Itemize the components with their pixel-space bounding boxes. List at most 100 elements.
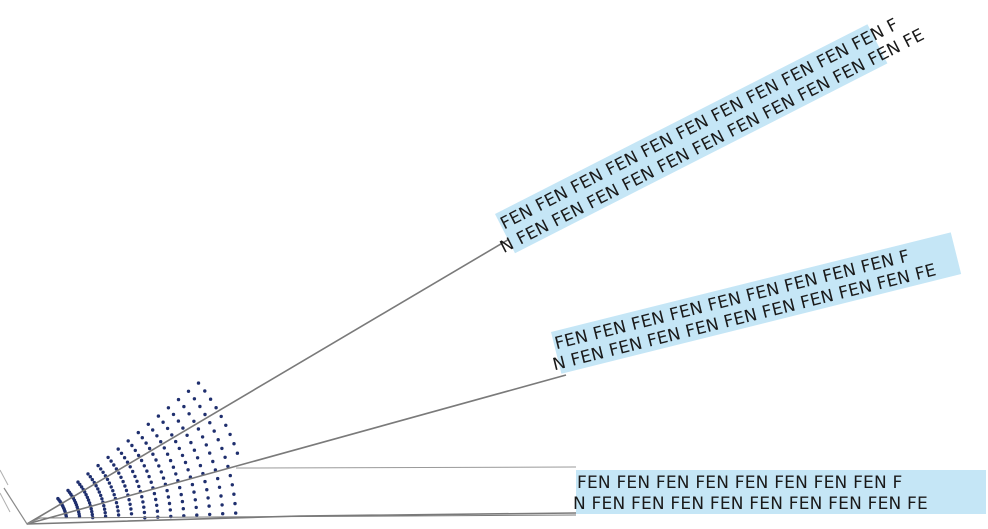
wedge-dot [155, 509, 160, 513]
wedge-dot [190, 482, 195, 487]
wedge-dot [180, 453, 185, 458]
wedge-dot [133, 474, 137, 479]
wedge-dot [168, 458, 173, 463]
wedge-dot [109, 485, 113, 489]
wedge-dot [137, 484, 141, 489]
wedge-dot [89, 507, 93, 511]
wedge-dot [142, 510, 147, 515]
wedge-dot [159, 470, 163, 474]
wedge-dot [116, 509, 120, 513]
wedge-dot [205, 488, 209, 492]
wedge-dot [152, 491, 157, 496]
wedge-dot [90, 509, 94, 514]
wedge-dot [155, 503, 159, 507]
wedge-dot [56, 496, 60, 501]
wedge-dot [112, 493, 116, 497]
wedge-dot [147, 446, 152, 451]
strip-background [551, 232, 962, 374]
wedge-dot [228, 432, 232, 437]
wedge-dot [195, 456, 200, 460]
wedge-dot [203, 412, 207, 417]
text-strip-upper: FEN FEN FEN FEN FEN FEN FEN FEN FEN FEN … [495, 15, 928, 258]
wedge-dot [223, 455, 227, 459]
wedge-dot [208, 451, 212, 455]
wedge-dot [187, 412, 191, 416]
wedge-dot [196, 427, 201, 431]
wedge-dot [166, 406, 171, 410]
wedge-dot [140, 436, 144, 440]
wedge-dot [165, 426, 170, 431]
wedge-dot [90, 512, 95, 517]
wedge-dot [179, 492, 183, 497]
wedge-dot [129, 512, 134, 516]
text-strip-middle: FEN FEN FEN FEN FEN FEN FEN FEN FEN F N … [551, 232, 962, 375]
wedge-dot [128, 465, 132, 469]
wedge-dot [208, 397, 213, 401]
connector-line-lower [26, 512, 577, 525]
wedge-dot [144, 441, 148, 445]
wedge-dot [189, 440, 193, 445]
wedge-dot [139, 458, 144, 463]
wedge-dot [161, 476, 166, 480]
wedge-dot [232, 442, 236, 446]
wedge-dot [193, 498, 197, 502]
wedge-dot [124, 488, 129, 493]
dotted-wedge-region [56, 381, 240, 520]
wedge-dot [165, 452, 170, 456]
wedge-dot [213, 468, 218, 472]
wedge-dot [235, 451, 240, 455]
wedge-dot [219, 494, 223, 498]
wedge-dot [142, 464, 146, 468]
wedge-dot [96, 463, 100, 468]
wedge-dot [182, 404, 186, 409]
wedge-dot [170, 433, 174, 437]
wedge-dot [147, 474, 151, 479]
wedge-dot [228, 473, 232, 478]
wedge-dot [217, 485, 222, 489]
text-strip-lower: FEN FEN FEN FEN FEN FEN FEN FEN F N FEN … [573, 470, 986, 514]
wedge-dot [85, 495, 90, 500]
wedge-dot [181, 507, 185, 511]
strip-row-1: FEN FEN FEN FEN FEN FEN FEN FEN FEN F [553, 246, 912, 354]
wedge-dot [219, 414, 223, 419]
wedge-dot [87, 501, 92, 505]
wedge-dot [115, 505, 120, 509]
wedge-dot [119, 451, 124, 455]
wedge-dot [135, 479, 139, 483]
wedge-dot [151, 428, 155, 432]
wedge-dot [97, 490, 102, 494]
wedge-dot [133, 448, 137, 453]
wedge-dot [212, 429, 216, 433]
strip-row-2: N FEN FEN FEN FEN FEN FEN FEN FEN FE [573, 494, 928, 514]
wedge-dot [174, 439, 178, 444]
wedge-dot [208, 421, 212, 425]
wedge-dot [233, 501, 237, 506]
wedge-dot [186, 389, 191, 393]
wedge-dot [94, 484, 98, 488]
connector-lines [26, 237, 577, 525]
wedge-dot [111, 489, 115, 493]
wedge-dot [207, 504, 211, 508]
wedge-dot [90, 477, 95, 482]
wedge-dot [232, 492, 236, 496]
wedge-dot [234, 511, 238, 515]
wedge-dot [177, 446, 181, 451]
wedge-dot [123, 484, 127, 488]
wedge-dot [128, 502, 132, 506]
wedge-dot [216, 438, 220, 442]
wedge-dot [101, 470, 105, 474]
wedge-dot [155, 434, 159, 438]
wedge-dot [220, 503, 224, 507]
wedge-dot [102, 507, 107, 511]
wedge-dot [142, 505, 146, 509]
wedge-dot [171, 465, 176, 469]
wedge-dot [159, 440, 163, 444]
wedge-dot [180, 499, 185, 504]
wedge-dot [66, 488, 70, 493]
wedge-dot [156, 414, 161, 418]
wedge-dot [182, 514, 186, 518]
wedge-dot [106, 455, 110, 460]
wedge-dot [84, 493, 88, 497]
wedge-dot [140, 495, 144, 499]
wedge-dot [146, 422, 150, 426]
